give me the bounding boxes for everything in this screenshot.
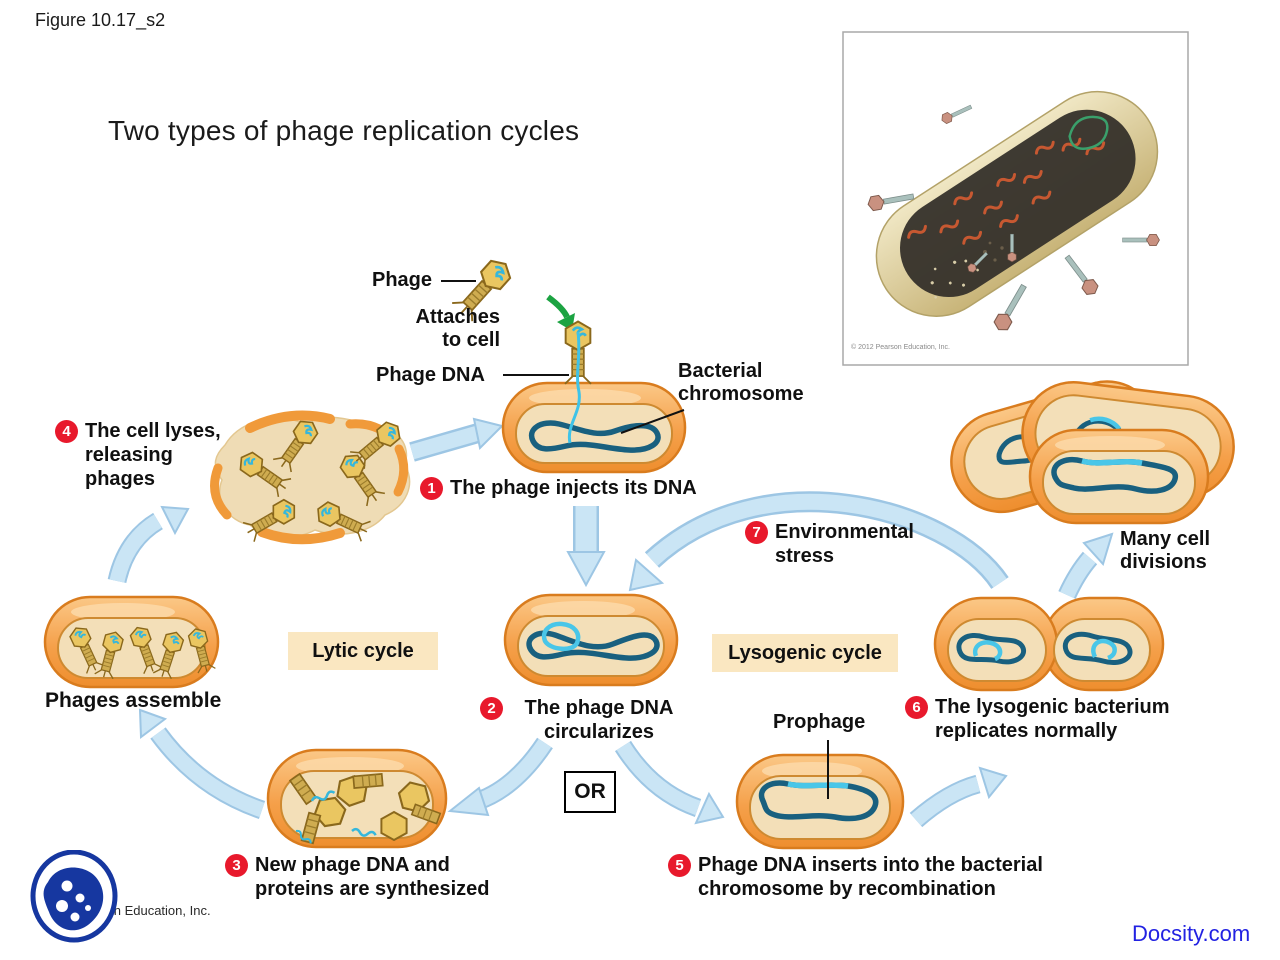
label-attaches-to-cell: Attaches to cell xyxy=(380,306,500,352)
step-1-badge: 1 xyxy=(420,477,443,500)
publisher-logo xyxy=(30,850,118,943)
step-3-text: New phage DNA and proteins are synthesiz… xyxy=(255,853,490,901)
step-5-badge: 5 xyxy=(668,854,691,877)
step-4-badge: 4 xyxy=(55,420,78,443)
arrow-replicate-to-divisions xyxy=(1058,532,1114,600)
photo-credit: © 2012 Pearson Education, Inc. xyxy=(851,344,950,351)
label-line: stress xyxy=(775,545,834,567)
arrow-circularize-to-lytic xyxy=(447,737,553,817)
page-title: Two types of phage replication cycles xyxy=(108,115,580,146)
or-label: OR xyxy=(564,771,616,813)
arrow-environmental-stress xyxy=(628,491,1009,592)
step-6-badge: 6 xyxy=(905,696,928,719)
step-5: 5 Phage DNA inserts into the bacterial c… xyxy=(668,853,1043,901)
label-line: divisions xyxy=(1120,551,1207,573)
label-line: Attaches xyxy=(415,306,500,328)
lysed-cell-illustration xyxy=(210,410,411,545)
attached-phage-icon xyxy=(563,320,593,444)
label-bacterial-chromosome: Bacterial chromosome xyxy=(678,360,804,406)
label-line: Phage DNA inserts into the bacterial xyxy=(698,854,1043,876)
step-6-text: The lysogenic bacterium replicates norma… xyxy=(935,695,1170,743)
arrow-lysis-to-inject xyxy=(409,417,504,462)
label-line: Environmental xyxy=(775,521,914,543)
cell-circularize xyxy=(503,593,679,687)
label-line: New phage DNA and xyxy=(255,854,450,876)
lysogenic-cycle-label: Lysogenic cycle xyxy=(712,634,898,672)
dividing-cell xyxy=(933,596,1165,692)
lytic-cycle-label: Lytic cycle xyxy=(288,632,438,670)
label-line: proteins are synthesized xyxy=(255,878,490,900)
figure-label: Figure 10.17_s2 xyxy=(35,10,166,30)
label-line: circularizes xyxy=(543,721,655,743)
label-line: phages xyxy=(85,468,156,490)
step-4-text: The cell lyses, releasing phages xyxy=(85,419,221,491)
divided-cells-cluster xyxy=(950,380,1235,525)
arrow-inject-to-circularize xyxy=(566,506,606,588)
label-line: The cell lyses, xyxy=(85,420,221,442)
arrow-synthesis-to-assemble xyxy=(138,708,266,819)
arrow-insert-to-replicate xyxy=(909,766,1008,828)
cell-prophage xyxy=(735,753,905,850)
label-line: Bacterial xyxy=(678,360,763,382)
label-phage-dna: Phage DNA xyxy=(376,364,485,386)
step-2-text: The phage DNA circularizes xyxy=(510,696,688,744)
cell-injection xyxy=(501,381,687,474)
step-7-badge: 7 xyxy=(745,521,768,544)
step-5-text: Phage DNA inserts into the bacterial chr… xyxy=(698,853,1043,901)
label-line: to cell xyxy=(442,329,500,351)
label-line: The lysogenic bacterium xyxy=(935,696,1170,718)
step-4: 4 The cell lyses, releasing phages xyxy=(55,419,221,491)
label-line: chromosome xyxy=(678,383,804,405)
label-phages-assemble: Phages assemble xyxy=(45,689,222,712)
watermark-link[interactable]: Docsity.com xyxy=(1132,921,1251,946)
bacterium-photo xyxy=(842,31,1189,366)
step-3-badge: 3 xyxy=(225,854,248,877)
arrow-circularize-to-lysogenic xyxy=(614,740,725,825)
step-1-text: The phage injects its DNA xyxy=(450,477,697,499)
cell-assembly xyxy=(43,595,220,689)
step-7: 7 Environmental stress xyxy=(745,520,914,568)
step-2-badge: 2 xyxy=(480,697,503,720)
arrow-assemble-to-lysis xyxy=(107,505,190,584)
label-prophage: Prophage xyxy=(773,711,866,733)
label-line: releasing xyxy=(85,444,173,466)
label-line: chromosome by recombination xyxy=(698,878,996,900)
label-line: The phage DNA xyxy=(524,697,674,719)
label-phage: Phage xyxy=(372,269,433,291)
cell-synthesis xyxy=(266,748,448,849)
step-2: 2 The phage DNA circularizes xyxy=(480,696,688,744)
pointer-lines xyxy=(441,280,829,799)
publisher-credit: son Education, Inc. xyxy=(100,903,211,918)
step-7-text: Environmental stress xyxy=(775,520,914,568)
label-many-cell-divisions: Many cell divisions xyxy=(1120,528,1210,574)
label-line: Many cell xyxy=(1120,528,1211,550)
label-line: replicates normally xyxy=(935,720,1118,742)
step-6: 6 The lysogenic bacterium replicates nor… xyxy=(905,695,1170,743)
step-3: 3 New phage DNA and proteins are synthes… xyxy=(225,853,490,901)
step-1: 1 The phage injects its DNA xyxy=(420,476,697,500)
